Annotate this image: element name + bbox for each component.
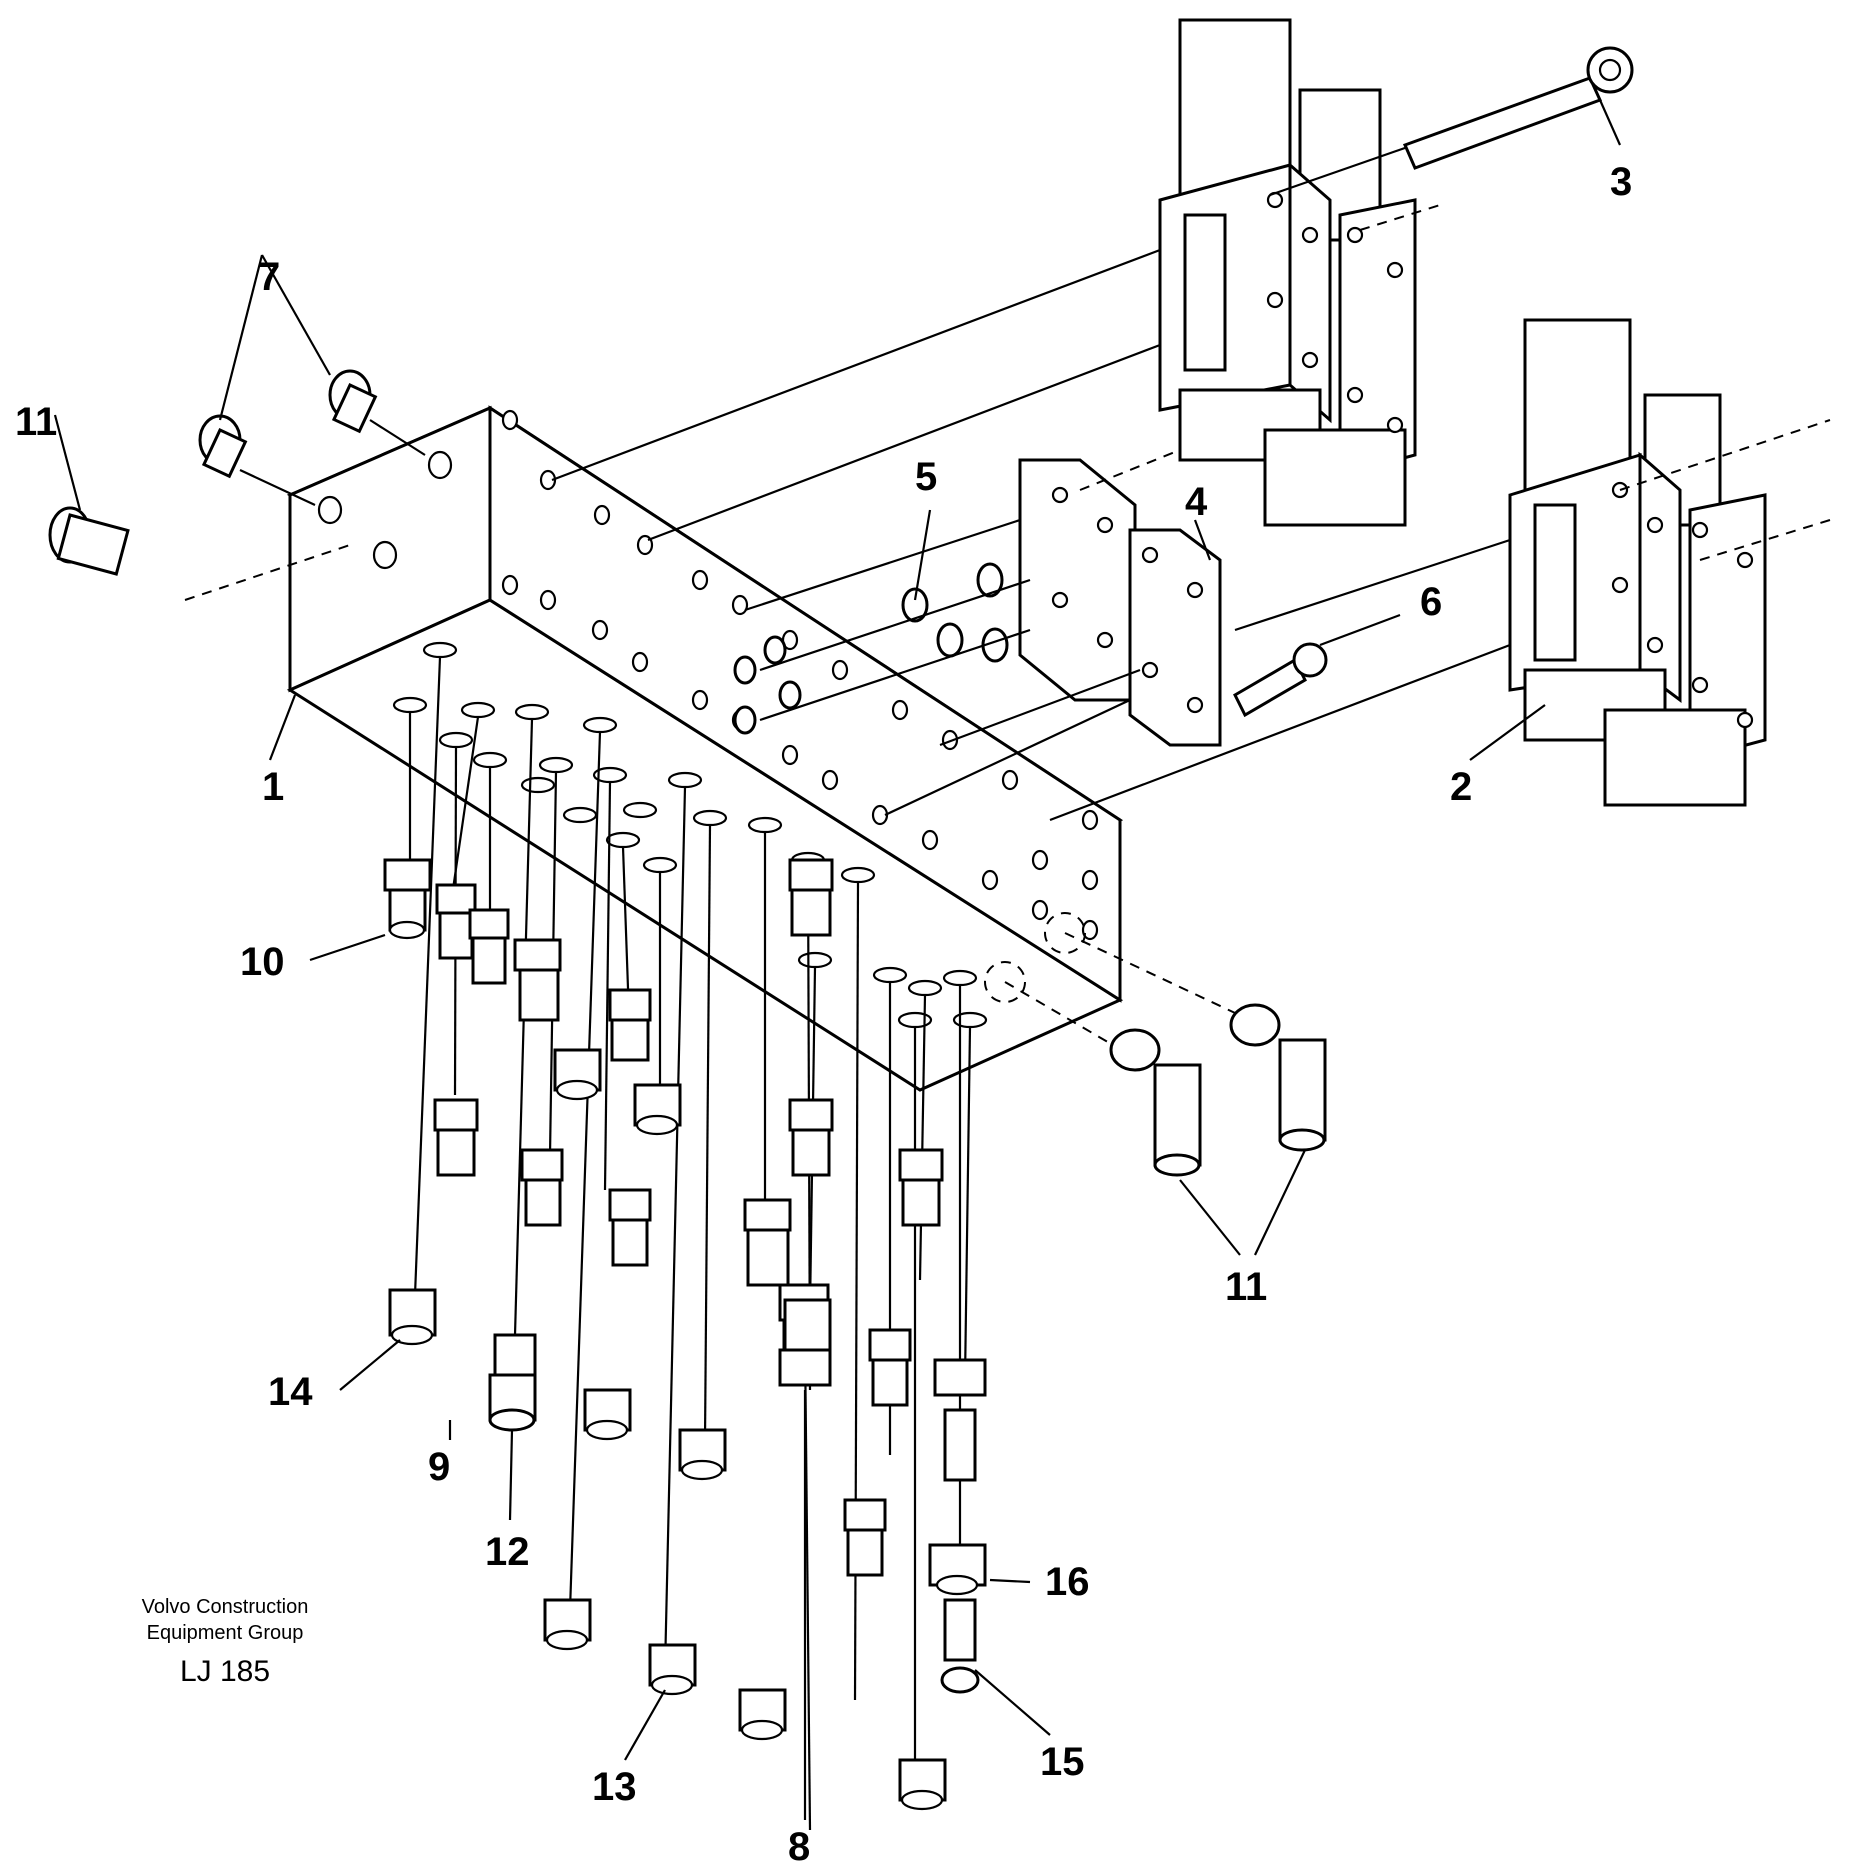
figure-code: LJ 185 xyxy=(179,1655,271,1688)
leader-lines xyxy=(268,99,1622,1820)
fitting xyxy=(843,1498,887,1577)
plug-14 xyxy=(388,1288,437,1346)
o-rings-5 xyxy=(733,562,1009,735)
fitting-8 xyxy=(778,1298,832,1387)
callout-5: 5 xyxy=(915,455,937,499)
callout-16: 16 xyxy=(1045,1560,1090,1604)
fitting xyxy=(898,1148,944,1227)
caption-company-line2: Equipment Group xyxy=(146,1622,304,1644)
callout-11-right: 11 xyxy=(1225,1265,1267,1309)
plate-4 xyxy=(1018,458,1222,747)
fitting xyxy=(788,858,834,937)
valve-block xyxy=(286,405,1124,1092)
fitting xyxy=(520,1148,564,1227)
solenoid-valve-2 xyxy=(1508,318,1767,807)
fitting xyxy=(468,908,510,985)
figure-caption: Volvo Construction Equipment Group LJ 18… xyxy=(110,1594,340,1692)
block-end-holes xyxy=(317,450,453,570)
plugs-7 xyxy=(198,254,426,506)
fitting xyxy=(433,1098,479,1177)
fitting xyxy=(435,883,477,960)
plug xyxy=(898,1758,947,1811)
callout-1: 1 xyxy=(262,765,284,809)
callout-4: 4 xyxy=(1185,480,1208,524)
elbow-fitting-11-left xyxy=(48,414,130,576)
plug xyxy=(738,1688,787,1741)
callout-12: 12 xyxy=(485,1530,530,1574)
callout-2: 2 xyxy=(1450,765,1472,809)
fitting xyxy=(868,1328,912,1407)
callout-15: 15 xyxy=(1040,1740,1085,1784)
fitting xyxy=(553,1048,602,1101)
plug-13 xyxy=(648,1643,697,1696)
fitting xyxy=(788,1098,834,1177)
fitting-12 xyxy=(488,1333,537,1432)
fitting xyxy=(513,938,562,1022)
fitting-10 xyxy=(383,858,432,940)
spring-15 xyxy=(940,1408,980,1694)
fitting xyxy=(608,1188,652,1267)
callout-13: 13 xyxy=(592,1765,637,1809)
callout-8: 8 xyxy=(788,1825,810,1869)
fitting xyxy=(633,1083,682,1136)
callout-9: 9 xyxy=(428,1445,450,1489)
assembly-lines xyxy=(184,204,1831,1056)
solenoid-valve-upper xyxy=(1158,18,1417,527)
callout-labels: 1 2 3 4 5 6 7 8 9 10 11 11 12 13 14 15 1… xyxy=(15,160,1632,1869)
bolt-6 xyxy=(1233,642,1328,718)
caption-company-line1: Volvo Construction xyxy=(141,1596,309,1618)
fittings xyxy=(383,858,987,1811)
callout-7: 7 xyxy=(258,255,280,299)
callout-10: 10 xyxy=(240,940,285,984)
fitting xyxy=(743,1198,792,1287)
elbow-fitting-11-right xyxy=(1109,1003,1327,1256)
callout-3: 3 xyxy=(1610,160,1632,204)
callout-6: 6 xyxy=(1420,580,1442,624)
callout-11-left: 11 xyxy=(15,400,57,444)
nut-16 xyxy=(928,1358,987,1596)
plug xyxy=(583,1388,632,1441)
fitting xyxy=(608,988,652,1062)
plug xyxy=(543,1598,592,1651)
plug xyxy=(678,1428,727,1481)
callout-14: 14 xyxy=(268,1370,313,1414)
